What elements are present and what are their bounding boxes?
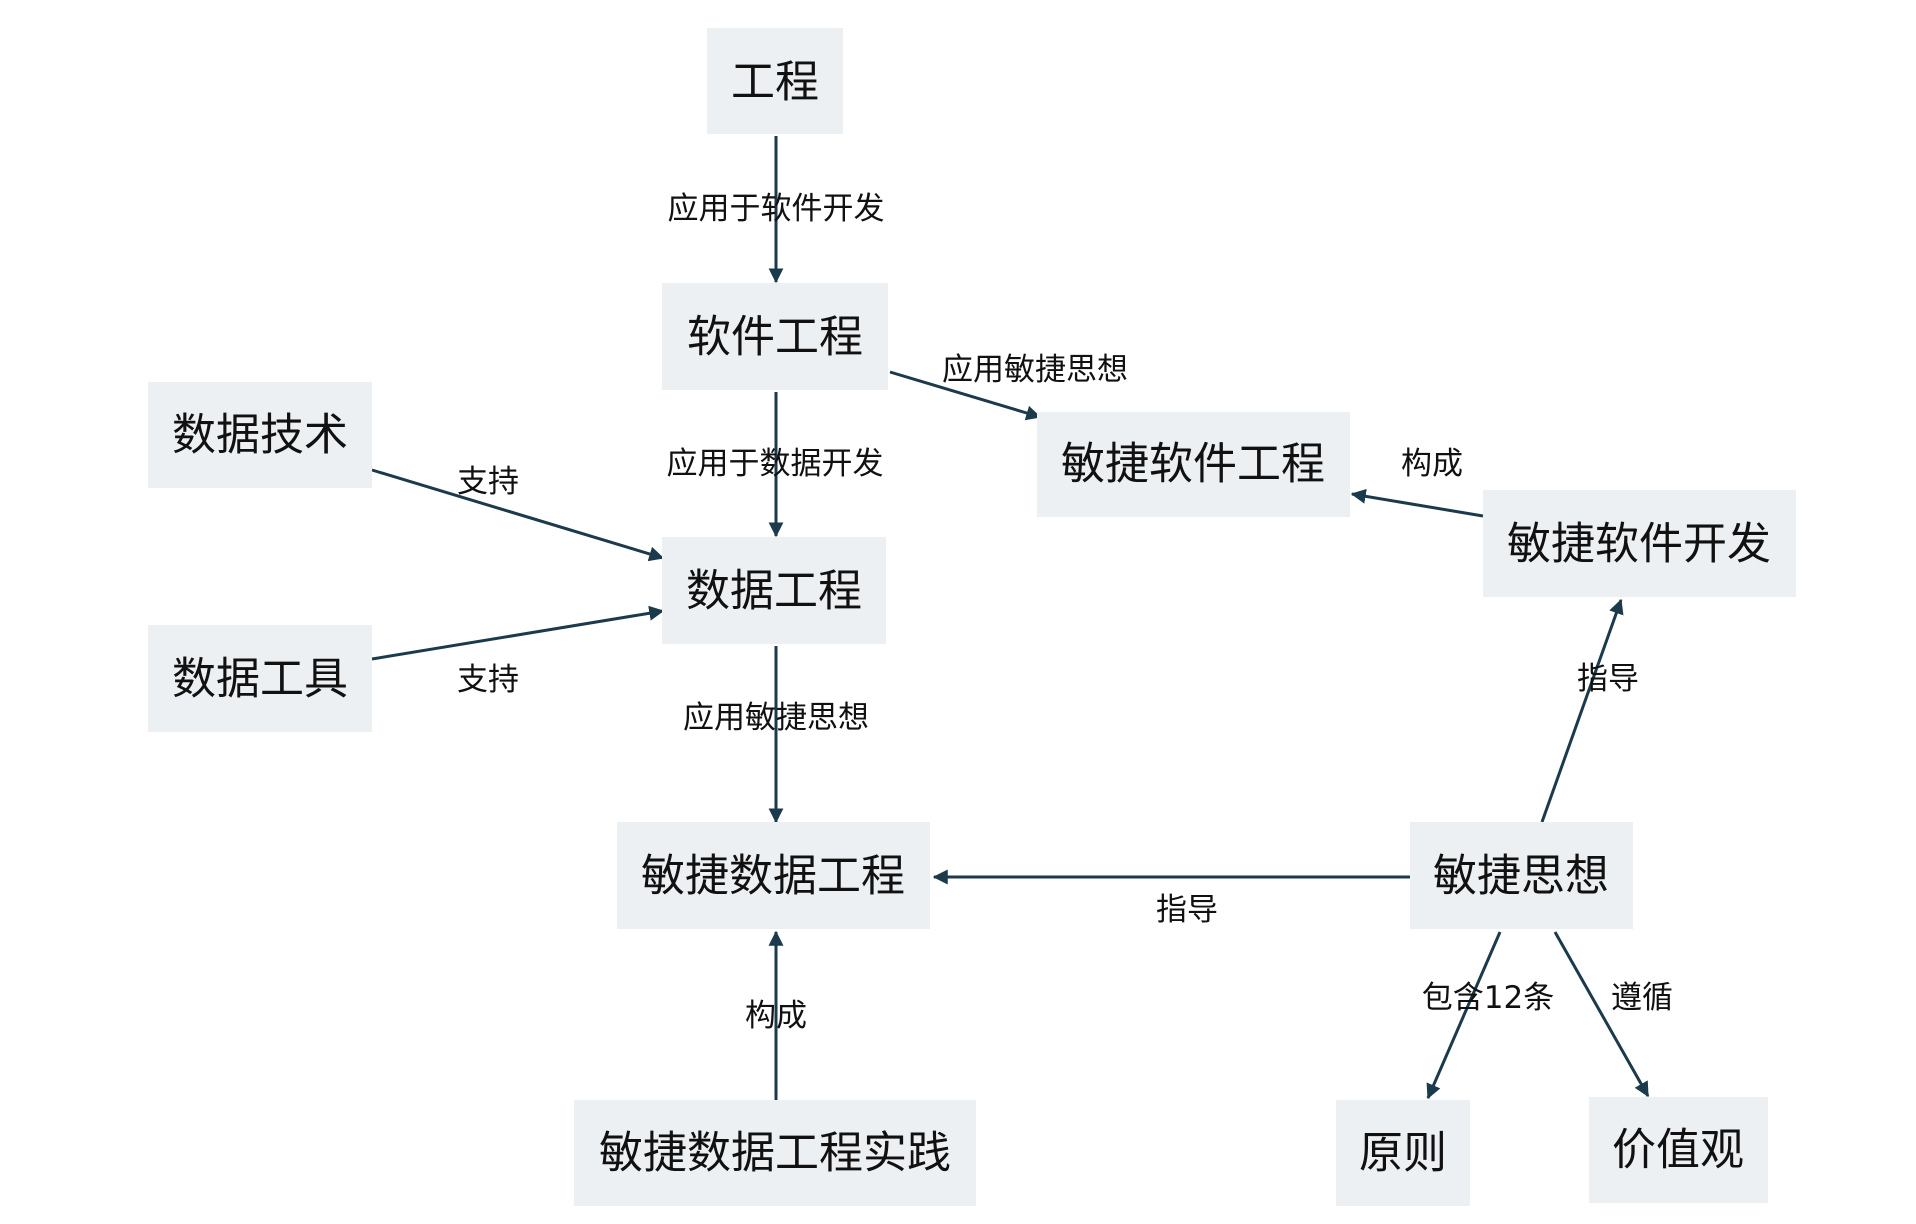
edge-label-datatools-to-data: 支持: [457, 662, 519, 698]
node-label-agile-data-engineering-practice: 敏捷数据工程实践: [599, 1128, 951, 1179]
node-engineering: 工程: [707, 28, 843, 134]
node-agile-thinking: 敏捷思想: [1410, 822, 1633, 929]
node-data-engineering: 数据工程: [662, 537, 886, 644]
edges: 应用于软件开发 应用敏捷思想 应用于数据开发 支持 支持 构成 应用敏捷思想: [371, 136, 1673, 1102]
edge-line-thinking-to-principles: [1426, 931, 1502, 1100]
edge-thinking-to-values: 遵循: [1553, 931, 1673, 1098]
edge-practice-to-agiledata: 构成: [745, 930, 807, 1102]
edge-line-datatech-to-data: [371, 468, 665, 562]
edge-software-to-data: 应用于数据开发: [667, 392, 884, 538]
edge-thinking-to-agiledev: 指导: [1540, 598, 1639, 823]
edge-thinking-to-principles: 包含12条: [1422, 931, 1554, 1100]
node-label-values: 价值观: [1612, 1125, 1744, 1176]
edge-label-engineering-to-software: 应用于软件开发: [668, 191, 885, 227]
node-agile-software-engineering: 敏捷软件工程: [1037, 412, 1350, 517]
node-label-data-tools: 数据工具: [172, 654, 348, 705]
edge-line-thinking-to-values: [1553, 931, 1650, 1098]
edge-software-to-agile-software: 应用敏捷思想: [889, 352, 1128, 421]
node-label-data-technology: 数据技术: [172, 410, 348, 461]
edge-label-datatech-to-data: 支持: [457, 464, 519, 500]
node-label-engineering: 工程: [731, 57, 819, 108]
edge-label-agiledev-to-agilesoftware: 构成: [1401, 446, 1463, 482]
node-principles: 原则: [1336, 1100, 1470, 1206]
edge-label-thinking-to-principles: 包含12条: [1422, 980, 1554, 1016]
node-label-agile-software-engineering: 敏捷软件工程: [1061, 439, 1325, 490]
node-agile-data-engineering: 敏捷数据工程: [617, 822, 930, 929]
node-values: 价值观: [1589, 1097, 1768, 1203]
node-label-principles: 原则: [1359, 1128, 1447, 1179]
node-label-agile-data-engineering: 敏捷数据工程: [641, 851, 905, 902]
edge-line-agiledev-to-agilesoftware: [1350, 488, 1484, 518]
node-software-engineering: 软件工程: [662, 283, 888, 390]
edge-label-software-to-data: 应用于数据开发: [667, 446, 884, 482]
edge-line-software-to-agile-software: [889, 370, 1042, 421]
edge-label-thinking-to-values: 遵循: [1611, 980, 1673, 1016]
edge-label-thinking-to-agiledev: 指导: [1577, 661, 1639, 697]
node-label-agile-thinking: 敏捷思想: [1433, 851, 1609, 902]
node-data-tools: 数据工具: [148, 625, 372, 732]
edge-line-thinking-to-agiledev: [1540, 598, 1624, 823]
node-agile-data-engineering-practice: 敏捷数据工程实践: [574, 1100, 976, 1206]
nodes: 工程 软件工程 数据技术 数据工具 数据工程 敏捷软件工程 敏捷软件开发: [148, 28, 1796, 1206]
edge-engineering-to-software: 应用于软件开发: [668, 136, 885, 284]
node-data-technology: 数据技术: [148, 382, 372, 488]
edge-line-datatools-to-data: [371, 605, 665, 661]
node-label-data-engineering: 数据工程: [686, 566, 862, 617]
node-agile-software-development: 敏捷软件开发: [1483, 490, 1796, 597]
edge-datatech-to-data: 支持: [371, 464, 665, 562]
edge-agiledev-to-agilesoftware: 构成: [1350, 446, 1484, 518]
node-label-software-engineering: 软件工程: [687, 312, 863, 363]
edge-label-practice-to-agiledata: 构成: [745, 998, 807, 1034]
edge-label-thinking-to-agiledata: 指导: [1156, 892, 1218, 928]
edge-datatools-to-data: 支持: [371, 605, 665, 698]
edge-thinking-to-agiledata: 指导: [932, 869, 1411, 928]
edge-label-data-to-agiledata: 应用敏捷思想: [683, 700, 869, 736]
edge-label-software-to-agile-software: 应用敏捷思想: [942, 352, 1128, 388]
node-label-agile-software-development: 敏捷软件开发: [1507, 519, 1771, 570]
edge-data-to-agiledata: 应用敏捷思想: [683, 646, 869, 824]
